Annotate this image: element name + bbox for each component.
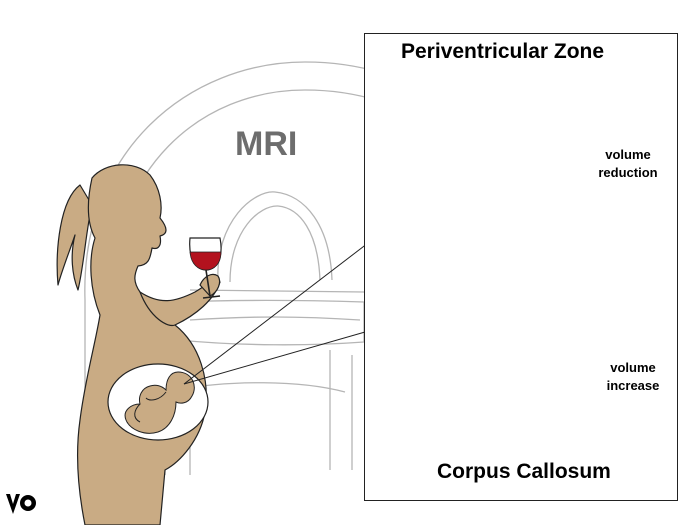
connector-lines: [183, 239, 373, 385]
woman-hand: [199, 273, 221, 297]
volume-increase-line2: increase: [606, 378, 660, 393]
corpus-callosum-title: Corpus Callosum: [437, 460, 611, 483]
wine-glass: [189, 237, 222, 299]
scanner-table-top: [189, 289, 365, 293]
periventricular-zone-title: Periventricular Zone: [401, 40, 605, 63]
pregnant-woman-figure: [56, 164, 221, 525]
scanner-bore: [217, 191, 333, 283]
fetus-in-womb: [107, 363, 209, 441]
fetus-arm: [145, 391, 167, 401]
woman-body: [76, 164, 221, 525]
volume-reduction-line2: reduction: [598, 165, 658, 180]
scanner-bore-inner: [229, 205, 321, 283]
fetus-body: [124, 371, 195, 434]
vp-logo-icon: [6, 494, 36, 514]
red-wine: [189, 251, 222, 271]
volume-reduction-note: volume reduction: [583, 146, 673, 182]
ponytail: [56, 184, 93, 291]
fetus-leg: [134, 403, 141, 423]
wine-glass-stem: [205, 269, 211, 297]
results-panel: [364, 33, 678, 501]
mri-scanner-label: MRI: [235, 125, 298, 163]
volume-reduction-line1: volume: [605, 147, 651, 162]
volume-increase-line1: volume: [610, 360, 656, 375]
scanner-table: [174, 299, 365, 346]
connector-line-bottom: [183, 329, 373, 385]
scanner-base-right: [329, 350, 353, 470]
volume-increase-note: volume increase: [588, 359, 678, 395]
connector-line-top: [183, 239, 373, 385]
woman-arm: [139, 291, 176, 327]
scanner-table-edge: [189, 316, 361, 321]
wine-glass-foot: [202, 295, 221, 299]
